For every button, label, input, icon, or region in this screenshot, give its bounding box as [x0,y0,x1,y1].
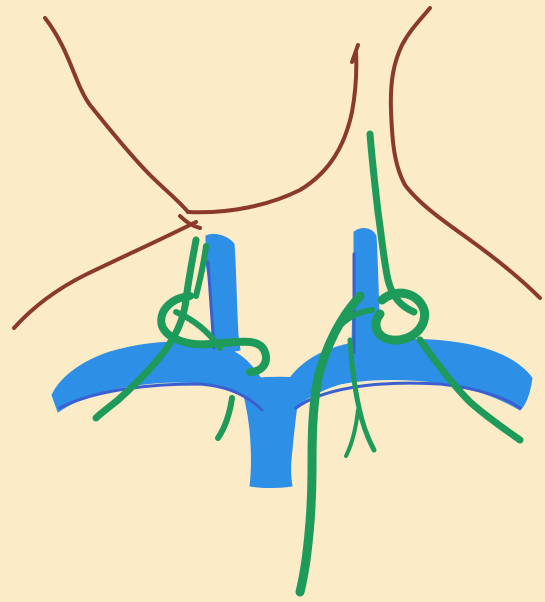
diagram-svg [0,0,545,602]
anatomy-diagram [0,0,545,602]
